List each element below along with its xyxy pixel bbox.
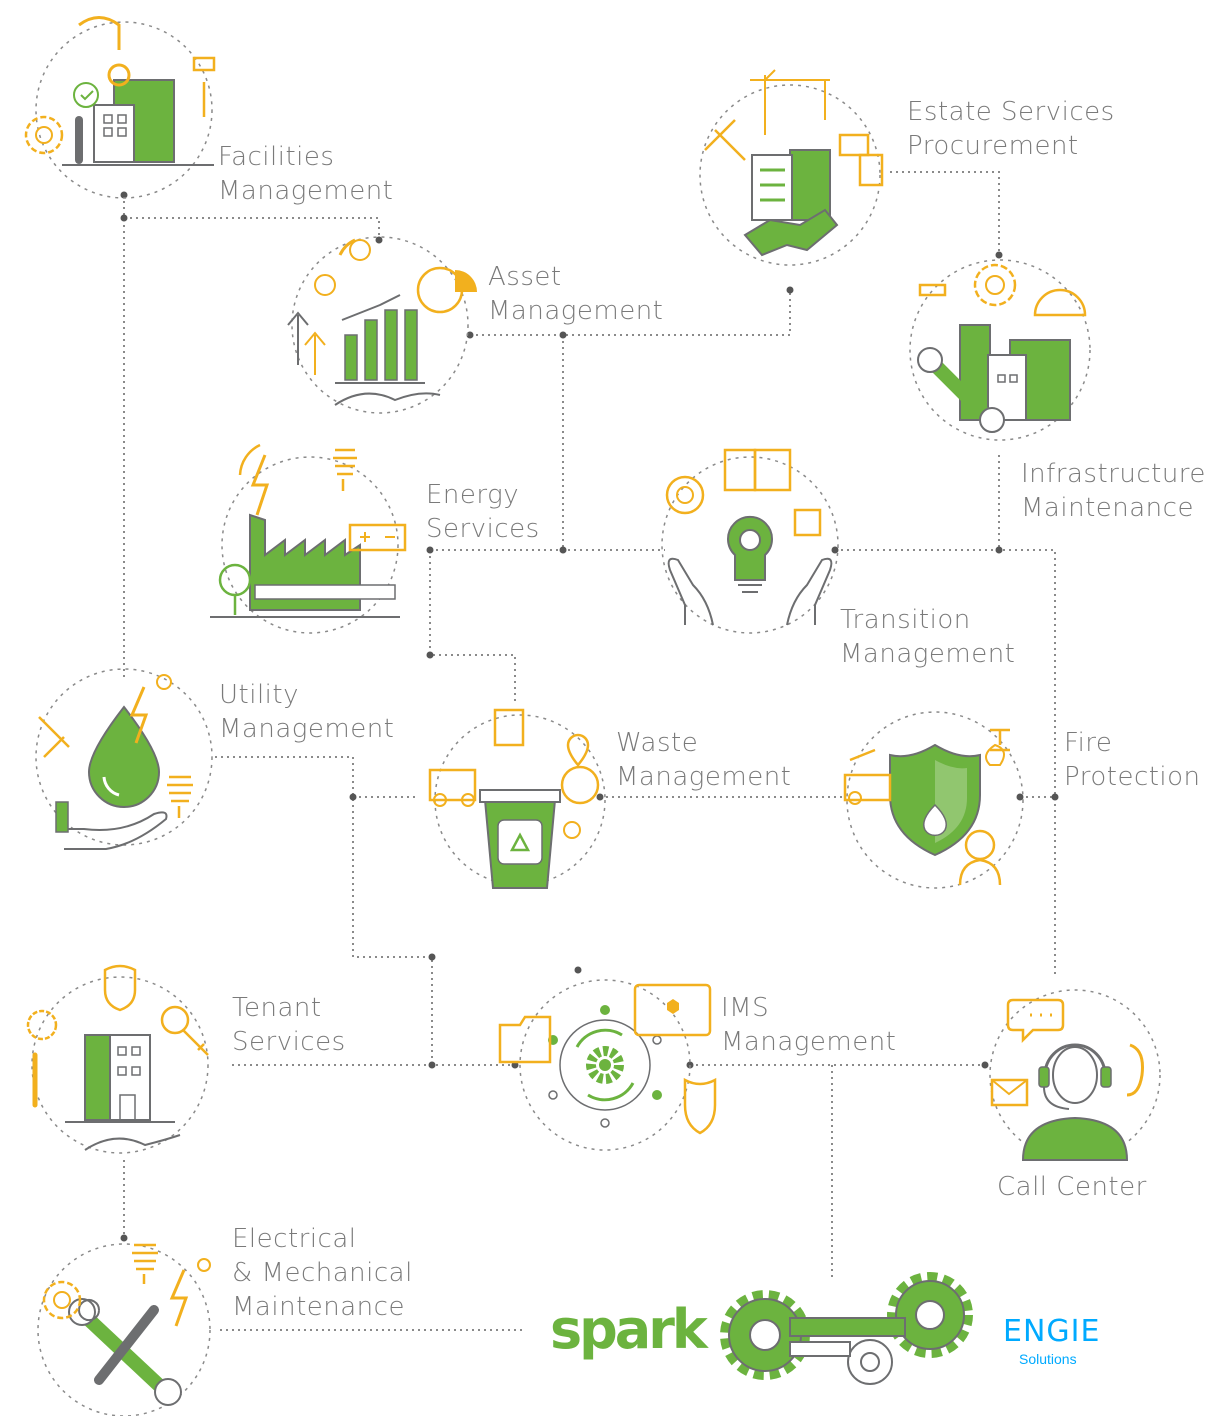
label-line: Call Center — [997, 1172, 1147, 1202]
ims-management-label: IMS Management — [721, 991, 896, 1059]
label-line: & Mechanical — [232, 1258, 413, 1288]
label-line: Protection — [1064, 762, 1201, 792]
electrical-mechanical-label: Electrical & Mechanical Maintenance — [232, 1222, 413, 1324]
building-gear-icon — [24, 16, 216, 199]
handshake-crane-icon — [699, 69, 884, 266]
label-line: IMS — [721, 993, 770, 1023]
factory-battery-icon — [210, 443, 407, 634]
energy-services-label: Energy Services — [426, 478, 540, 546]
label-line: Maintenance — [1021, 493, 1194, 523]
label-line: Management — [616, 762, 792, 792]
estate-services-label: Estate Services Procurement — [907, 95, 1115, 163]
waste-management-label: Waste Management — [616, 726, 791, 794]
growth-chart-icon — [287, 236, 477, 414]
label-line: Waste — [616, 728, 699, 758]
call-center-label: Call Center — [997, 1170, 1147, 1204]
label-line: Infrastructure — [1021, 459, 1206, 489]
lightbulb-gear-hands-icon — [661, 448, 839, 634]
label-line: Tenant — [232, 993, 322, 1023]
wrench-tools-icon — [37, 1243, 211, 1416]
connector-lines — [123, 171, 1056, 1331]
engie-logo: ENGIE — [1003, 1314, 1101, 1349]
label-line: Management — [721, 1027, 897, 1057]
tenant-building-keys-icon — [26, 964, 209, 1154]
tenant-services-label: Tenant Services — [232, 991, 346, 1059]
fire-protection-label: Fire Protection — [1064, 726, 1201, 794]
label-line: Energy — [426, 480, 520, 510]
label-line: Estate Services — [907, 97, 1115, 127]
infrastructure-maintenance-label: Infrastructure Maintenance — [1021, 457, 1206, 525]
label-line: Management — [488, 296, 664, 326]
label-line: Utility — [219, 680, 299, 710]
asset-management-label: Asset Management — [488, 260, 663, 328]
label-line: Electrical — [232, 1224, 357, 1254]
label-line: Management — [219, 714, 395, 744]
gear-cycle-icon — [498, 979, 717, 1151]
label-line: Maintenance — [232, 1292, 405, 1322]
recycle-bin-icon — [428, 708, 606, 889]
utility-management-label: Utility Management — [219, 678, 394, 746]
label-line: Procurement — [907, 131, 1079, 161]
gears-icon — [720, 1272, 973, 1391]
facilities-management-label: Facilities Management — [218, 140, 393, 208]
spark-logo: spark — [550, 1298, 708, 1361]
wrench-building-icon — [909, 259, 1091, 441]
water-drop-hand-icon — [35, 668, 213, 850]
label-line: Facilities — [218, 142, 335, 172]
label-line: Management — [218, 176, 394, 206]
label-line: Fire — [1064, 728, 1113, 758]
label-line: Transition — [840, 605, 971, 635]
fire-shield-icon — [843, 711, 1024, 889]
engie-solutions-label: Solutions — [1019, 1351, 1077, 1367]
label-line: Management — [840, 639, 1016, 669]
headset-agent-icon — [989, 989, 1161, 1161]
connector-junctions — [120, 191, 1059, 1242]
transition-management-label: Transition Management — [840, 603, 1015, 671]
label-line: Asset — [488, 262, 562, 292]
label-line: Services — [232, 1027, 346, 1057]
label-line: Services — [426, 514, 540, 544]
